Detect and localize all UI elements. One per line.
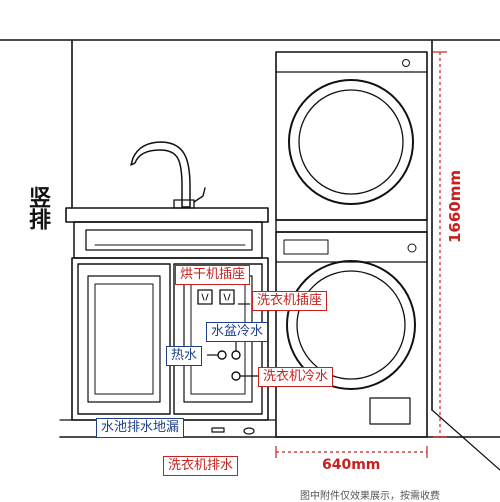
- faucet: [130, 141, 191, 208]
- hot-water-label: 热水: [166, 346, 203, 366]
- orientation-label: 竖排: [25, 186, 50, 230]
- dryer-socket-box: [197, 289, 213, 305]
- dryer-socket-label: 烘干机插座: [175, 265, 251, 285]
- floor-diagonal: [431, 409, 500, 471]
- dryer-unit: [275, 51, 428, 221]
- sink-countertop: [65, 207, 269, 223]
- washer-door: [286, 260, 416, 390]
- drawer-inner: [85, 229, 253, 251]
- washer-cold-valve: [231, 371, 241, 381]
- sink-floor-drain-label: 水池排水地漏: [96, 418, 185, 438]
- washer-socket-label: 洗衣机插座: [252, 291, 328, 311]
- washer-unit: [275, 231, 428, 438]
- height-dimension: 1660mm: [446, 170, 464, 244]
- washer-drain-fitting: [243, 427, 255, 435]
- sink-drawer: [73, 221, 263, 259]
- footnote: 图中附件仅效果展示，按需收费: [300, 491, 440, 502]
- cabinet-left-door: [77, 263, 171, 415]
- width-dimension: 640mm: [322, 457, 381, 473]
- stacking-kit: [275, 219, 428, 233]
- hot-water-valve: [217, 350, 227, 360]
- washer-filter-panel: [369, 397, 411, 425]
- dryer-door: [288, 79, 414, 205]
- sink-drain-fitting: [211, 427, 225, 433]
- sink-cold-valve: [231, 350, 241, 360]
- faucet-handle: [193, 187, 206, 203]
- sink-cold-water-label: 水盆冷水: [206, 322, 269, 342]
- washer-cold-water-label: 洗衣机冷水: [258, 367, 334, 387]
- washer-socket-box: [219, 289, 235, 305]
- washer-drain-label: 洗衣机排水: [163, 456, 239, 476]
